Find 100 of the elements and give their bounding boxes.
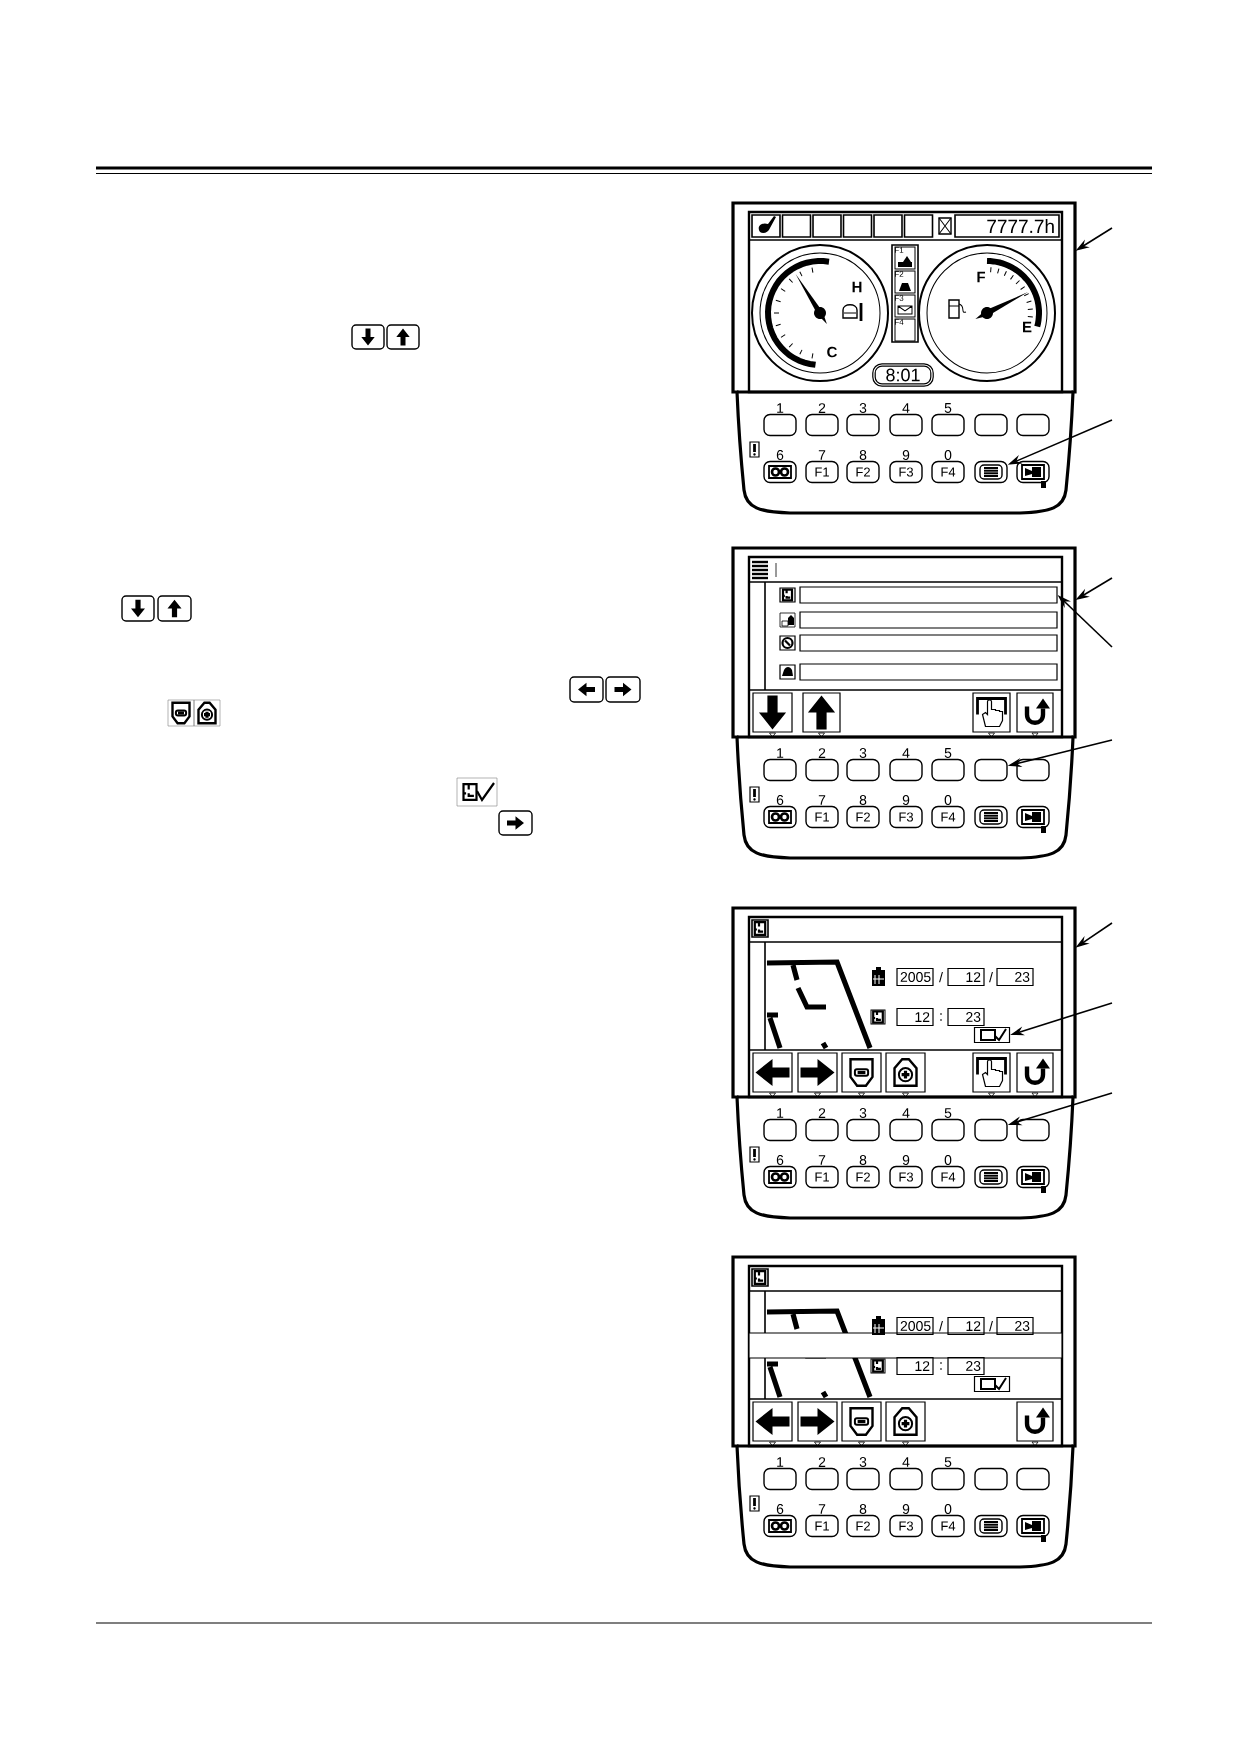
date-field: 2005 (896, 1316, 934, 1336)
keypad-key (846, 1118, 880, 1142)
separator-mark: / (989, 971, 993, 983)
keypad-key (974, 758, 1008, 782)
function-label: F1 (895, 247, 904, 253)
key-number: 9 (902, 450, 910, 460)
keypad-key (763, 805, 797, 829)
key-number: 9 (902, 1504, 910, 1514)
key-number: 5 (944, 1108, 952, 1118)
date-field: 23 (996, 1316, 1034, 1336)
keypad-key (931, 413, 965, 437)
keypad-key (974, 413, 1008, 437)
keypad-key (763, 1467, 797, 1491)
key-number: 1 (777, 1457, 784, 1467)
function-key: F3 (889, 1514, 923, 1538)
date-field: 12 (947, 967, 985, 987)
key-number: 0 (944, 795, 952, 805)
keypad-key (1016, 805, 1050, 829)
time-field: 23 (947, 1356, 985, 1376)
date-field: 12 (947, 1316, 985, 1336)
key-number: 2 (818, 403, 826, 413)
function-key: F2 (846, 1514, 880, 1538)
key-number: 7 (818, 1504, 826, 1514)
key-number: 1 (777, 748, 784, 758)
function-key: F4 (931, 1165, 965, 1189)
keypad-key (805, 1118, 839, 1142)
key-number: 3 (859, 1457, 867, 1467)
keypad-key (1016, 1467, 1050, 1491)
key-number: 8 (859, 795, 867, 805)
key-number: 8 (859, 450, 867, 460)
keypad-key (1016, 413, 1050, 437)
key-number: 3 (859, 748, 867, 758)
key-number: 1 (777, 403, 784, 413)
function-key: F4 (931, 1514, 965, 1538)
date-field: 23 (996, 967, 1034, 987)
keypad-key (889, 413, 923, 437)
keypad-key (763, 758, 797, 782)
function-key: F2 (846, 460, 880, 484)
key-number: 7 (818, 450, 826, 460)
gauge-letter: E (1023, 321, 1032, 333)
function-key: F3 (889, 805, 923, 829)
key-number: 6 (776, 450, 784, 460)
menu-item-field (799, 663, 1058, 681)
keypad-key (974, 1514, 1008, 1538)
function-key: F1 (805, 1165, 839, 1189)
key-number: 2 (818, 1108, 826, 1118)
function-key: F1 (805, 1514, 839, 1538)
separator-mark: / (939, 971, 943, 983)
monitor-housing (731, 906, 1077, 1220)
key-number: 9 (902, 1155, 910, 1165)
keypad-key (763, 1514, 797, 1538)
hour-meter-display: 7777.7h (954, 214, 1060, 238)
separator-mark: : (940, 1362, 942, 1370)
key-number: 0 (944, 1155, 952, 1165)
keypad-key (889, 758, 923, 782)
keypad-key (763, 1165, 797, 1189)
keypad-key (1016, 460, 1050, 484)
key-number: 4 (902, 1457, 910, 1467)
key-number: 4 (902, 1108, 910, 1118)
confirm-icon (973, 1026, 1011, 1044)
keypad-key (846, 413, 880, 437)
confirm-icon (973, 1375, 1011, 1393)
menu-item-field (799, 611, 1058, 629)
keypad-key (974, 1467, 1008, 1491)
keypad-key (1016, 758, 1050, 782)
keypad-key (974, 460, 1008, 484)
key-number: 6 (776, 795, 784, 805)
function-label: F2 (895, 271, 904, 277)
function-key: F3 (889, 1165, 923, 1189)
keypad-key (805, 1467, 839, 1491)
date-field: 2005 (896, 967, 934, 987)
key-number: 3 (859, 1108, 867, 1118)
gauge-letter: C (827, 346, 837, 358)
keypad-key (805, 413, 839, 437)
keypad-key (763, 460, 797, 484)
keypad-key (889, 1118, 923, 1142)
keypad-key (1016, 1514, 1050, 1538)
keypad-key (974, 805, 1008, 829)
keypad-key (846, 1467, 880, 1491)
key-number: 0 (944, 450, 952, 460)
keypad-key (805, 758, 839, 782)
gauge-letter: H (852, 281, 862, 293)
keypad-key (889, 1467, 923, 1491)
key-number: 0 (944, 1504, 952, 1514)
function-key: F2 (846, 805, 880, 829)
key-number: 9 (902, 795, 910, 805)
function-label: F4 (895, 319, 904, 325)
keypad-key (974, 1118, 1008, 1142)
monitor-housing (731, 546, 1077, 860)
function-key: F3 (889, 460, 923, 484)
function-key: F2 (846, 1165, 880, 1189)
key-number: 3 (859, 403, 867, 413)
keypad-key (763, 1118, 797, 1142)
separator-mark: : (940, 1013, 942, 1021)
keypad-key (931, 758, 965, 782)
monitor-housing (731, 1255, 1077, 1569)
function-key: F4 (931, 805, 965, 829)
time-field: 12 (896, 1356, 934, 1376)
function-label: F3 (895, 295, 904, 301)
key-number: 8 (859, 1155, 867, 1165)
